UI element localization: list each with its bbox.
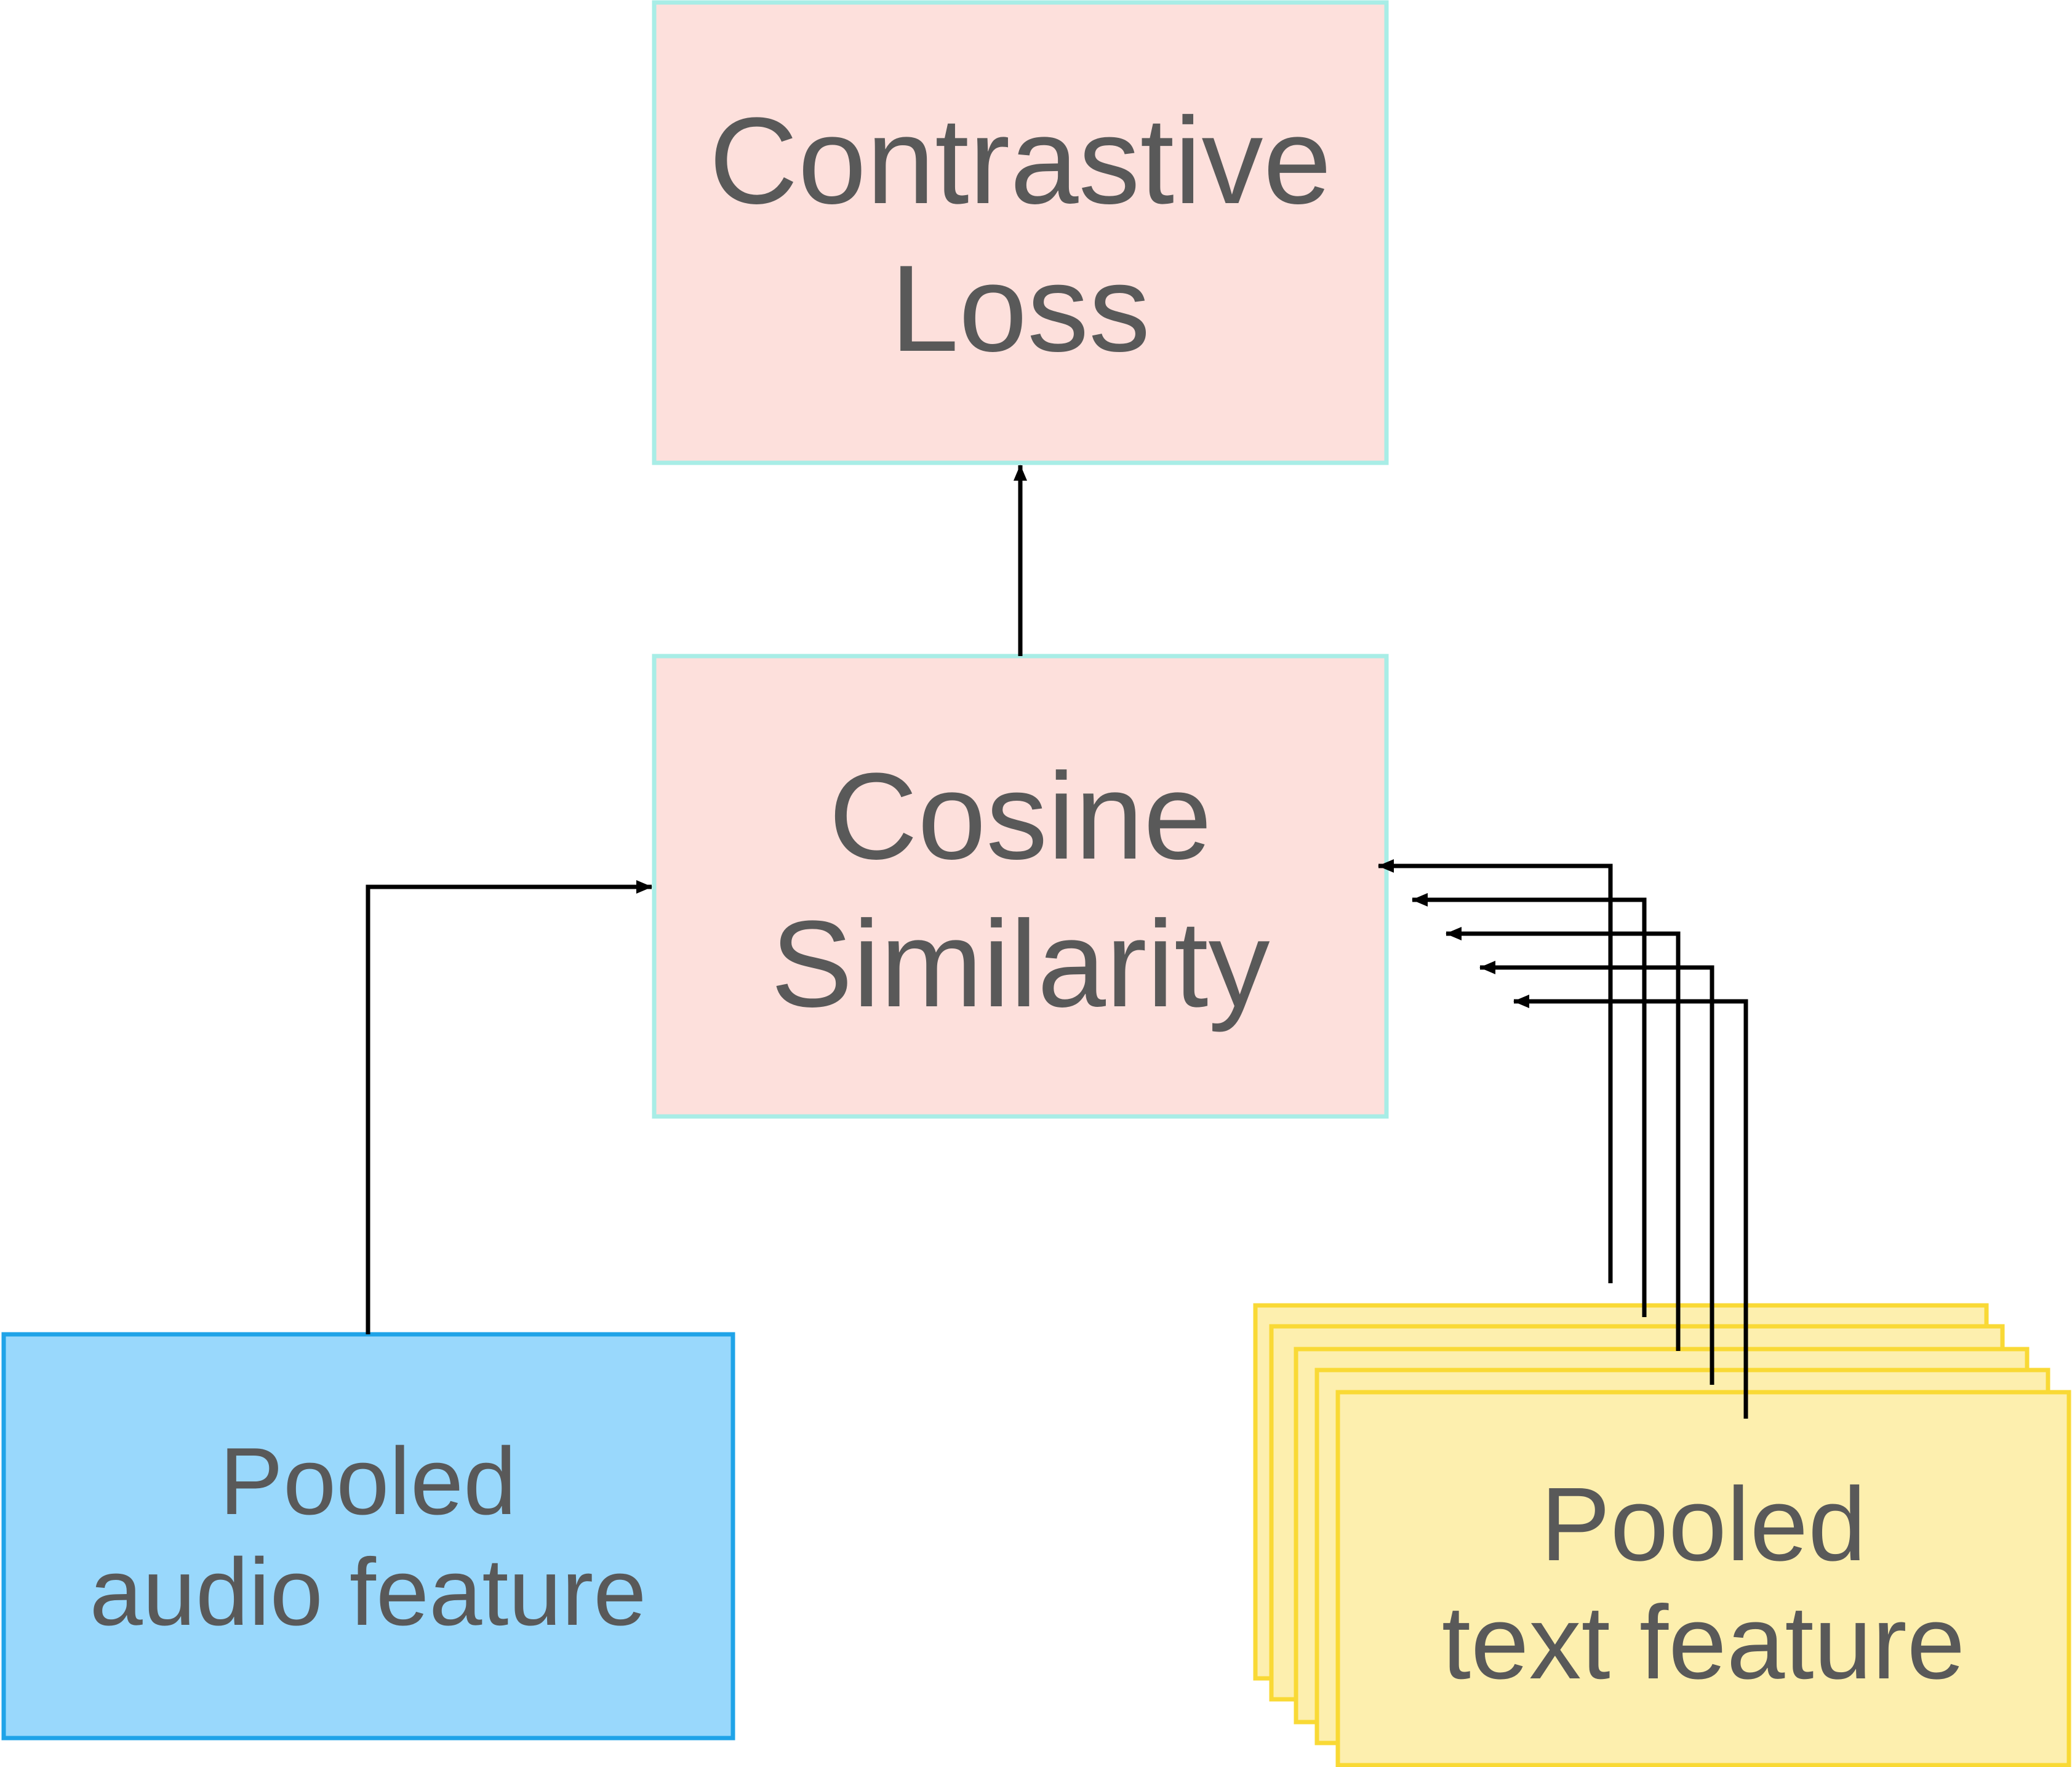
arrow-text-to-similarity	[1412, 893, 1647, 1317]
pooled-text-label-line2: text feature	[1442, 1584, 1966, 1701]
pooled-text-box	[1335, 1390, 2071, 1767]
cosine-similarity-label-line2: Similarity	[770, 896, 1270, 1033]
pooled-text-stack: Pooled text feature	[1253, 1303, 2071, 1767]
contrastive-loss-box	[652, 0, 1389, 465]
contrastive-loss-node: Contrastive Loss	[652, 0, 1389, 465]
pooled-audio-label-line1: Pooled	[220, 1428, 517, 1534]
pooled-audio-node: Pooled audio feature	[1, 1332, 735, 1741]
arrow-text-to-similarity	[1513, 995, 1748, 1419]
arrow-text-to-similarity	[1446, 927, 1681, 1351]
contrastive-loss-label-line2: Loss	[890, 240, 1150, 377]
pooled-audio-label-line2: audio feature	[90, 1539, 647, 1645]
arrow-text-to-similarity	[1479, 961, 1714, 1385]
cosine-similarity-label-line1: Cosine	[829, 748, 1212, 885]
arrow-audio-to-similarity	[366, 880, 652, 1334]
arrow-text-to-similarity	[1378, 859, 1613, 1283]
cosine-similarity-box	[652, 654, 1389, 1119]
pooled-audio-box	[1, 1332, 735, 1741]
cosine-similarity-node: Cosine Similarity	[652, 654, 1389, 1119]
pooled-text-label-line1: Pooled	[1540, 1466, 1866, 1583]
contrastive-loss-label-line1: Contrastive	[709, 92, 1332, 230]
